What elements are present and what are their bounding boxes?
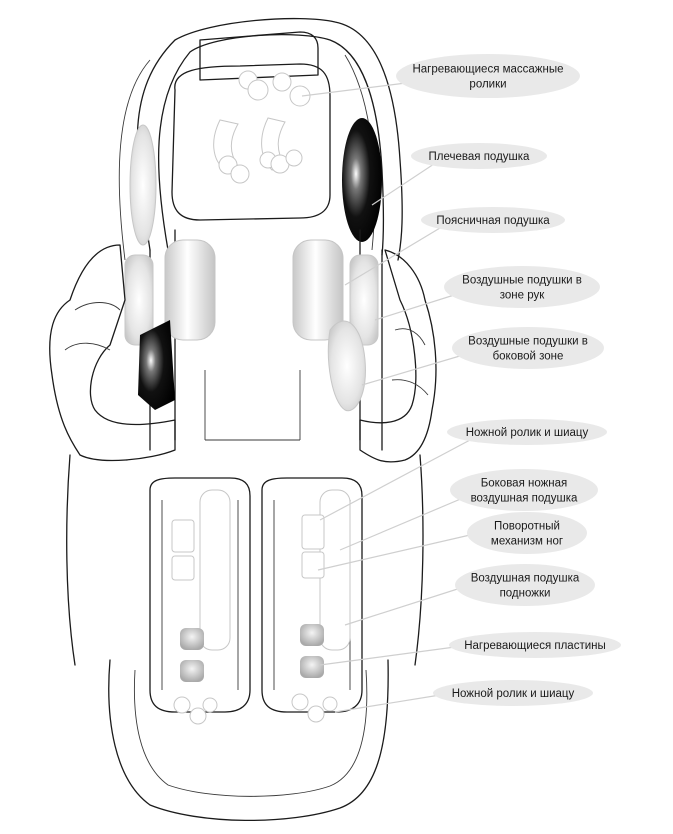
armrest-right: [359, 249, 437, 463]
leg-well-left-inner: [161, 500, 239, 690]
heating-plate: [300, 624, 324, 646]
leader-line: [344, 224, 446, 286]
seat-inner-lines: [204, 370, 301, 441]
massage-rollers: [213, 70, 311, 184]
shoulder-cushion-right: [342, 118, 382, 242]
backrest-inner-shell: [157, 34, 385, 256]
leader-line: [339, 494, 471, 551]
backrest-side-rail-left: [118, 59, 151, 261]
lumbar-cushion-right: [292, 239, 344, 341]
label-bubble: [421, 207, 565, 233]
label-text-line: подножки: [500, 588, 551, 600]
label-foot-roller-shiatsu-2: Ножной ролик и шиацу: [433, 680, 593, 706]
foot-roller: [291, 693, 309, 711]
leg-side-airbag-left: [199, 489, 231, 651]
label-bubble: [447, 419, 607, 445]
side-airbag-right: [327, 320, 366, 412]
chair-drawing: [49, 17, 437, 822]
leg-rotation-mechanism: [171, 514, 325, 581]
gear-block: [301, 514, 325, 550]
shoulder-cushion-left: [129, 124, 157, 246]
label-foot-roller-shiatsu-1: Ножной ролик и шиацу: [447, 419, 607, 445]
label-text-line: Ножной ролик и шиацу: [466, 427, 589, 439]
side-airbag-left: [138, 320, 175, 410]
label-bubble: [452, 327, 604, 369]
footrest-base: [108, 659, 389, 822]
leader-line: [344, 584, 471, 626]
label-lumbar-cushion: Поясничная подушка: [421, 207, 565, 233]
label-text-line: ролики: [469, 79, 506, 91]
label-bubble: [449, 632, 621, 658]
label-text-line: Поясничная подушка: [436, 215, 550, 227]
label-text-line: Боковая ножная: [481, 478, 568, 490]
leg-well-left: [149, 477, 251, 713]
label-bubble: [411, 143, 547, 169]
label-bubble: [450, 469, 598, 511]
label-text-line: Воздушная подушка: [471, 573, 580, 585]
armrest-right-inner: [391, 328, 429, 396]
armrest-left: [49, 244, 176, 462]
lumbar-cushion-left: [164, 239, 216, 341]
foot-rollers: [173, 693, 338, 725]
foot-roller: [173, 696, 191, 714]
leader-line: [334, 694, 441, 713]
label-text-line: Поворотный: [494, 521, 560, 533]
label-side-leg-airbag: Боковая ножная воздушная подушка: [450, 469, 598, 511]
label-text-line: Нагревающиеся пластины: [464, 640, 606, 652]
leader-line: [319, 644, 471, 666]
label-text-line: Нагревающиеся массажные: [412, 64, 563, 76]
leader-line: [317, 534, 471, 571]
gear-block: [171, 555, 195, 581]
label-side-airbags: Воздушные подушки в боковой зоне: [452, 327, 604, 369]
label-text-line: Воздушные подушки в: [462, 275, 582, 287]
footrest-rim: [134, 669, 368, 797]
label-text-line: зоне рук: [500, 290, 545, 302]
label-footrest-airbag: Воздушная подушка подножки: [455, 564, 595, 606]
label-text-line: воздушная подушка: [471, 493, 578, 505]
label-text-line: боковой зоне: [493, 351, 564, 363]
leader-line: [319, 439, 471, 521]
backrest-outer-shell: [136, 17, 403, 261]
heating-plate: [180, 660, 204, 682]
leader-line: [371, 159, 441, 206]
gear-block: [171, 519, 195, 553]
label-heated-rollers: Нагревающиеся массажные ролики: [396, 54, 580, 98]
label-shoulder-cushion: Плечевая подушка: [411, 143, 547, 169]
label-text-line: Плечевая подушка: [429, 151, 531, 163]
label-bubble: [396, 54, 580, 98]
armrest-left-inner: [64, 302, 121, 351]
foot-roller: [189, 707, 207, 725]
roller: [247, 79, 269, 101]
label-bubble: [444, 266, 600, 308]
label-bubble: [433, 680, 593, 706]
label-text-line: Воздушные подушки в: [468, 336, 588, 348]
heating-plate: [300, 656, 324, 678]
label-bubble: [455, 564, 595, 606]
back-panel: [171, 63, 331, 221]
foot-roller: [307, 705, 325, 723]
label-leg-rotation: Поворотный механизм ног: [467, 512, 587, 554]
label-text-line: Ножной ролик и шиацу: [452, 688, 575, 700]
roller: [272, 72, 292, 92]
gear-block: [301, 551, 325, 579]
foot-roller: [322, 696, 338, 712]
heating-plate: [180, 628, 204, 650]
legrest-outer: [66, 454, 424, 666]
label-text-line: механизм ног: [491, 536, 563, 548]
leg-well-right: [261, 477, 363, 713]
label-heating-plates: Нагревающиеся пластины: [449, 632, 621, 658]
foot-roller: [202, 697, 218, 713]
roller: [230, 164, 250, 184]
label-arm-airbags: Воздушные подушки в зоне рук: [444, 266, 600, 308]
label-bubble: [467, 512, 587, 554]
roller: [289, 85, 311, 107]
head-pad: [199, 31, 319, 81]
roller: [285, 149, 303, 167]
